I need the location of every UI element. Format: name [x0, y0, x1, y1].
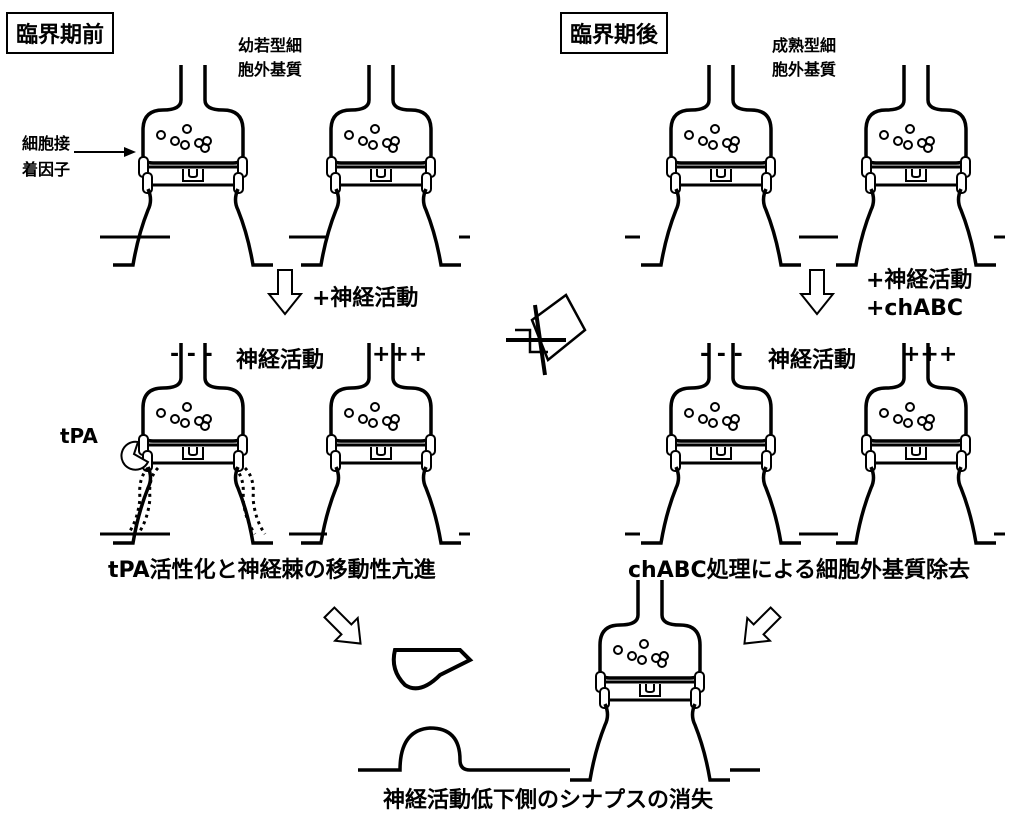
not-equal-icon: [506, 295, 585, 375]
activity-word-after: 神経活動: [768, 342, 856, 374]
step-label-before: +神経活動: [312, 280, 418, 312]
adhesion-arrow-icon: [72, 144, 142, 160]
activity-high-before: +++: [372, 342, 427, 367]
step-label-after-2: +chABC: [866, 296, 963, 321]
bottom-caption: 神経活動低下側のシナプスの消失: [383, 782, 713, 814]
after-result-caption: chABC処理による細胞外基質除去: [628, 552, 970, 584]
activity-word-before: 神経活動: [236, 342, 324, 374]
adhesion-label-2: 着因子: [22, 156, 70, 180]
after-title: 臨界期後: [560, 12, 668, 54]
ecm-young-label-2: 胞外基質: [238, 56, 302, 80]
synapse-bottom: [570, 580, 730, 780]
arrow-diag-left: [318, 601, 372, 655]
before-title: 臨界期前: [6, 12, 114, 54]
arrow-diag-right: [733, 601, 787, 655]
arrow-down-before: [269, 270, 301, 314]
synapse-mid-after-right: [836, 343, 996, 543]
synapse-after-right: [836, 65, 996, 265]
before-result-caption: tPA活性化と神経棘の移動性亢進: [108, 552, 436, 584]
adhesion-label-1: 細胞接: [22, 130, 70, 154]
ecm-mature-label-1: 成熟型細: [772, 32, 836, 56]
ecm-mature-label-2: 胞外基質: [772, 56, 836, 80]
ecm-young-label-1: 幼若型細: [238, 32, 302, 56]
activity-low-after: - - -: [700, 342, 743, 367]
synapse-mid-before-right: [301, 343, 461, 543]
step-label-after-1: +神経活動: [866, 262, 972, 294]
synapse-after-left: [641, 65, 801, 265]
arrow-down-after: [801, 270, 833, 314]
tpa-label: tPA: [60, 424, 98, 448]
activity-high-after: +++: [902, 342, 957, 367]
retracted-spine-icon: [394, 650, 470, 688]
synapse-before-right: [301, 65, 461, 265]
activity-low-before: - - -: [170, 342, 213, 367]
synapse-before-left: [113, 65, 273, 265]
